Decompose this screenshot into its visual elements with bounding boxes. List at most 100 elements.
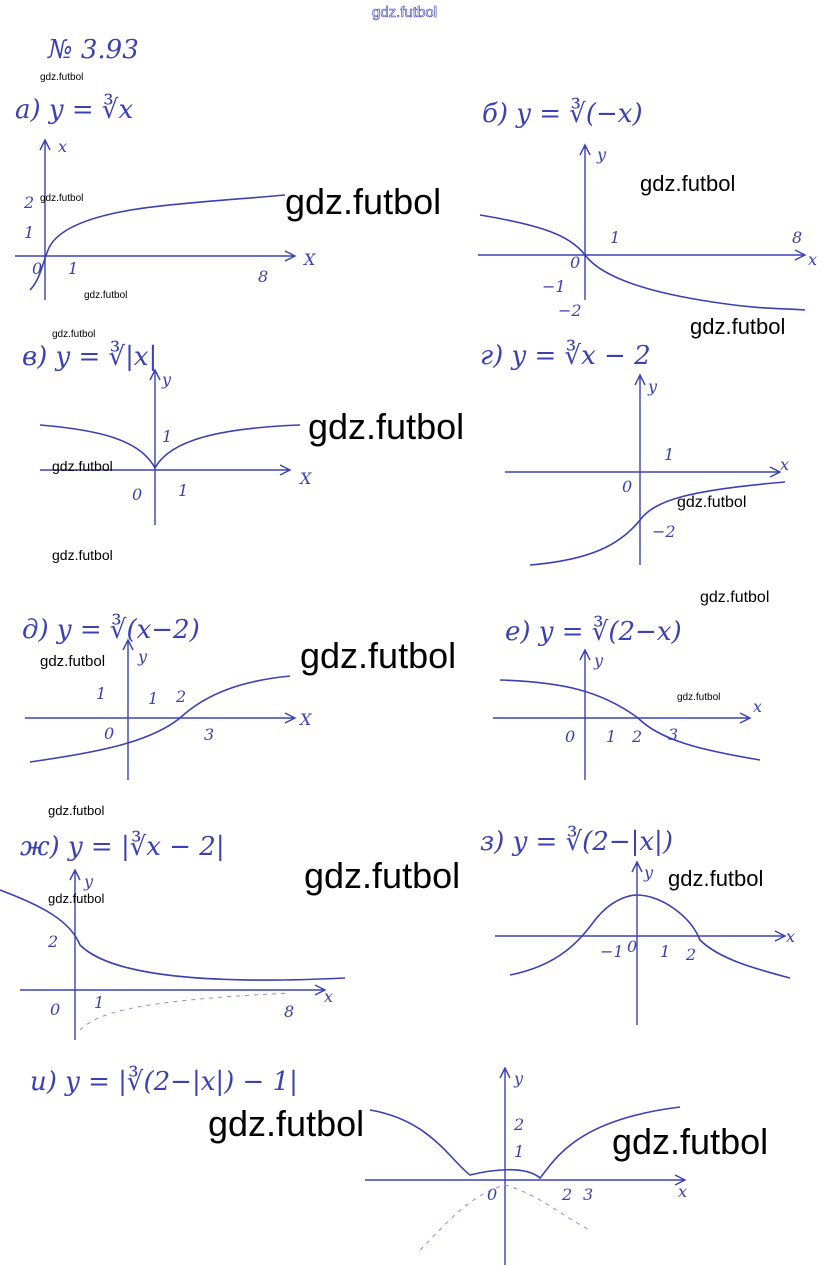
graph-title: а) y = ∛x — [15, 93, 133, 125]
watermark: gdz.futbol — [52, 458, 113, 474]
tick-label: 0 — [622, 477, 632, 496]
axis-label: y — [513, 1069, 524, 1088]
axis-label: X — [298, 469, 312, 488]
tick-label: 0 — [627, 937, 637, 956]
graph-title: ж) y = |∛x − 2| — [20, 830, 225, 862]
watermark: gdz.futbol — [40, 193, 83, 204]
x-axis — [505, 466, 782, 478]
tick-label: −2 — [558, 301, 582, 320]
tick-label: 2 — [561, 1185, 572, 1204]
problem-number: № 3.93 — [47, 35, 139, 65]
watermark: gdz.futbol — [668, 866, 763, 891]
watermark: gdz.futbol — [40, 653, 105, 670]
tick-label: 0 — [570, 253, 580, 272]
graph-title: е) y = ∛(2−x) — [505, 615, 682, 647]
tick-label: 1 — [664, 445, 674, 464]
y-axis — [634, 373, 646, 565]
tick-label: 2 — [631, 727, 642, 746]
watermark: gdz.futbol — [40, 72, 83, 83]
tick-label: 1 — [24, 223, 34, 242]
x-axis — [365, 1174, 687, 1186]
y-axis — [631, 860, 643, 1025]
tick-label: 0 — [565, 727, 575, 746]
x-axis — [493, 712, 752, 724]
watermark: gdz.futbol — [208, 1103, 364, 1144]
tick-label: −1 — [600, 942, 624, 961]
tick-label: 0 — [104, 724, 114, 743]
watermark: gdz.futbol — [52, 547, 113, 563]
axis-label: y — [137, 647, 148, 666]
axis-label: y — [161, 370, 172, 389]
function-curve — [499, 679, 761, 761]
watermark: gdz.futbol — [285, 181, 441, 222]
tick-label: 1 — [94, 993, 104, 1012]
watermark: gdz.futbol — [677, 692, 720, 703]
tick-label: 1 — [610, 228, 620, 247]
y-axis — [579, 143, 591, 300]
tick-label: 3 — [583, 1185, 593, 1204]
x-axis — [495, 930, 787, 942]
axis-label: X — [298, 710, 312, 729]
y-axis — [39, 138, 51, 300]
y-axis — [69, 868, 81, 1040]
x-axis — [20, 984, 327, 996]
x-axis — [40, 464, 292, 476]
function-curve — [29, 675, 291, 763]
graph-title: д) y = ∛(x−2) — [22, 613, 200, 645]
axis-label: x — [58, 137, 67, 156]
y-axis — [499, 1066, 511, 1265]
watermark: gdz.futbol — [612, 1121, 768, 1162]
tick-label: 1 — [96, 684, 106, 703]
watermark: gdz.futbol — [677, 494, 746, 511]
graph-a: а) y = ∛x x 2 1 0 1 8 X — [15, 93, 316, 300]
watermark: gdz.futbol — [640, 171, 735, 196]
tick-label: 2 — [47, 932, 58, 951]
tick-label: 8 — [258, 267, 268, 286]
graph-z: з) y = ∛(2−|x|) y −1 0 1 2 x — [480, 825, 795, 1025]
tick-label: 0 — [50, 1000, 60, 1019]
graph-i: и) y = |∛(2−|x|) − 1| y 2 1 0 2 3 x — [30, 1065, 687, 1265]
tick-label: −1 — [542, 277, 566, 296]
tick-label: 1 — [606, 727, 616, 746]
tick-label: 2 — [175, 687, 186, 706]
watermark: gdz.futbol — [690, 314, 785, 339]
function-curve — [29, 194, 286, 291]
watermark: gdz.futbol — [308, 406, 464, 447]
x-axis — [25, 712, 297, 724]
x-axis — [478, 249, 807, 261]
function-curve — [479, 214, 806, 311]
tick-label: 2 — [685, 945, 696, 964]
tick-label: 3 — [668, 725, 678, 744]
tick-label: 1 — [178, 481, 188, 500]
tick-label: −2 — [652, 522, 676, 541]
tick-label: 2 — [23, 193, 34, 212]
axis-label: x — [808, 250, 817, 269]
graph-g: г) y = ∛x − 2 y 1 0 x −2 — [480, 339, 789, 566]
tick-label: 1 — [660, 942, 670, 961]
helper-curve — [419, 1184, 591, 1251]
axis-label: y — [593, 651, 604, 670]
x-axis — [15, 250, 297, 262]
tick-label: 0 — [132, 485, 142, 504]
function-curve — [529, 481, 786, 566]
axis-label: x — [678, 1182, 687, 1201]
tick-label: 8 — [284, 1002, 294, 1021]
tick-label: 0 — [487, 1185, 497, 1204]
watermark: gdz.futbol — [700, 589, 769, 606]
graph-b: б) y = ∛(−x) y 1 8 x 0 −1 −2 — [478, 97, 817, 320]
y-axis — [579, 648, 591, 780]
graph-zh: ж) y = |∛x − 2| y 2 0 1 8 x — [0, 830, 346, 1040]
axis-label: y — [83, 872, 94, 891]
graph-title: и) y = |∛(2−|x|) − 1| — [30, 1065, 298, 1097]
y-axis — [149, 368, 161, 525]
watermark: gdz.futbol — [300, 635, 456, 676]
axis-label: x — [324, 987, 333, 1006]
axis-label: x — [780, 455, 789, 474]
watermark: gdz.futbol — [304, 855, 460, 896]
tick-label: 1 — [514, 1142, 524, 1161]
graph-title: б) y = ∛(−x) — [482, 97, 643, 129]
y-axis — [122, 638, 134, 780]
tick-label: 8 — [792, 228, 802, 247]
tick-label: 2 — [513, 1115, 524, 1134]
graph-title: в) y = ∛|x| — [22, 340, 157, 372]
